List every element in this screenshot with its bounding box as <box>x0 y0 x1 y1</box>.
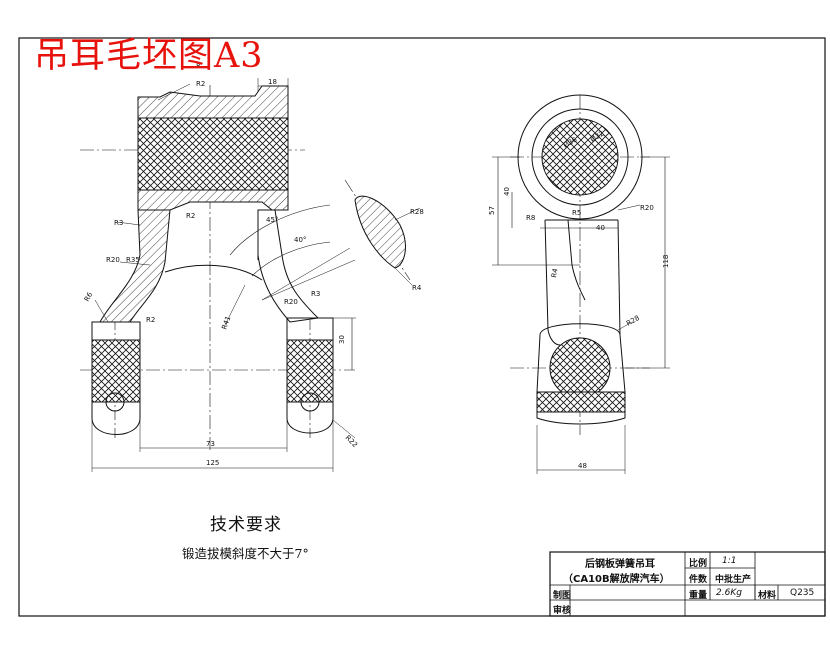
part-vehicle: （CA10B解放牌汽车） <box>563 574 670 585</box>
dimension-label: R5 <box>572 209 581 217</box>
technical-requirements-heading: 技术要求 <box>210 515 282 535</box>
scale-label: 比例 <box>689 559 708 569</box>
dimension-label: 48 <box>578 462 587 470</box>
dimension-label: R2 <box>196 80 205 88</box>
checked-label: 审核 <box>553 606 572 616</box>
dimension-label: R20 <box>106 256 120 264</box>
dimension-label: R8 <box>526 214 535 222</box>
front-view <box>80 78 356 472</box>
material-label: 材料 <box>758 591 777 601</box>
material-value: Q235 <box>790 588 815 598</box>
dimension-label: 8 <box>196 62 200 70</box>
weight-label: 重量 <box>689 591 708 601</box>
dimension-label: 118 <box>662 255 670 268</box>
part-name: 后钢板弹簧吊耳 <box>585 559 655 570</box>
dimension-label: 30 <box>338 335 346 344</box>
dimension-label: R2 <box>146 316 155 324</box>
pieces-value: 中批生产 <box>715 575 752 585</box>
pieces-label: 件数 <box>689 575 708 585</box>
technical-requirement-draft-angle: 锻造拔模斜度不大于7° <box>182 546 309 561</box>
dimension-label: R20 <box>640 204 654 212</box>
dimension-label: 125 <box>206 459 219 467</box>
dimension-label: R4 <box>550 267 560 278</box>
dimension-label: 45° <box>266 216 278 224</box>
dimension-label: R20 <box>284 298 298 306</box>
dimension-label: R22 <box>344 434 359 449</box>
dimension-label: R41 <box>220 315 232 331</box>
drawing-title: 吊耳毛坯图A3 <box>34 36 264 76</box>
section-view <box>344 179 421 286</box>
dimension-label: R2 <box>186 212 195 220</box>
dimension-label: 73 <box>206 440 215 448</box>
dimension-label: R4 <box>412 284 422 292</box>
scale-value: 1:1 <box>722 556 737 566</box>
dimension-label: R28 <box>625 314 641 328</box>
dimension-label: 40 <box>503 187 511 196</box>
dimension-label: 40 <box>596 224 605 232</box>
dimension-label: R6 <box>83 290 95 303</box>
title-block <box>549 551 826 617</box>
dimension-label: R3 <box>311 290 320 298</box>
drawn-label: 制图 <box>553 591 572 601</box>
dimension-label: R3 <box>114 219 123 227</box>
dimension-label: 57 <box>488 206 496 215</box>
side-view <box>492 94 670 474</box>
weight-value: 2.6Kg <box>716 588 742 598</box>
dimension-label: 18 <box>268 78 277 86</box>
dimension-label: R35 <box>126 256 140 264</box>
dimension-label: R28 <box>410 208 424 216</box>
sheet-border <box>18 37 826 617</box>
dimension-label: 40° <box>294 236 306 244</box>
